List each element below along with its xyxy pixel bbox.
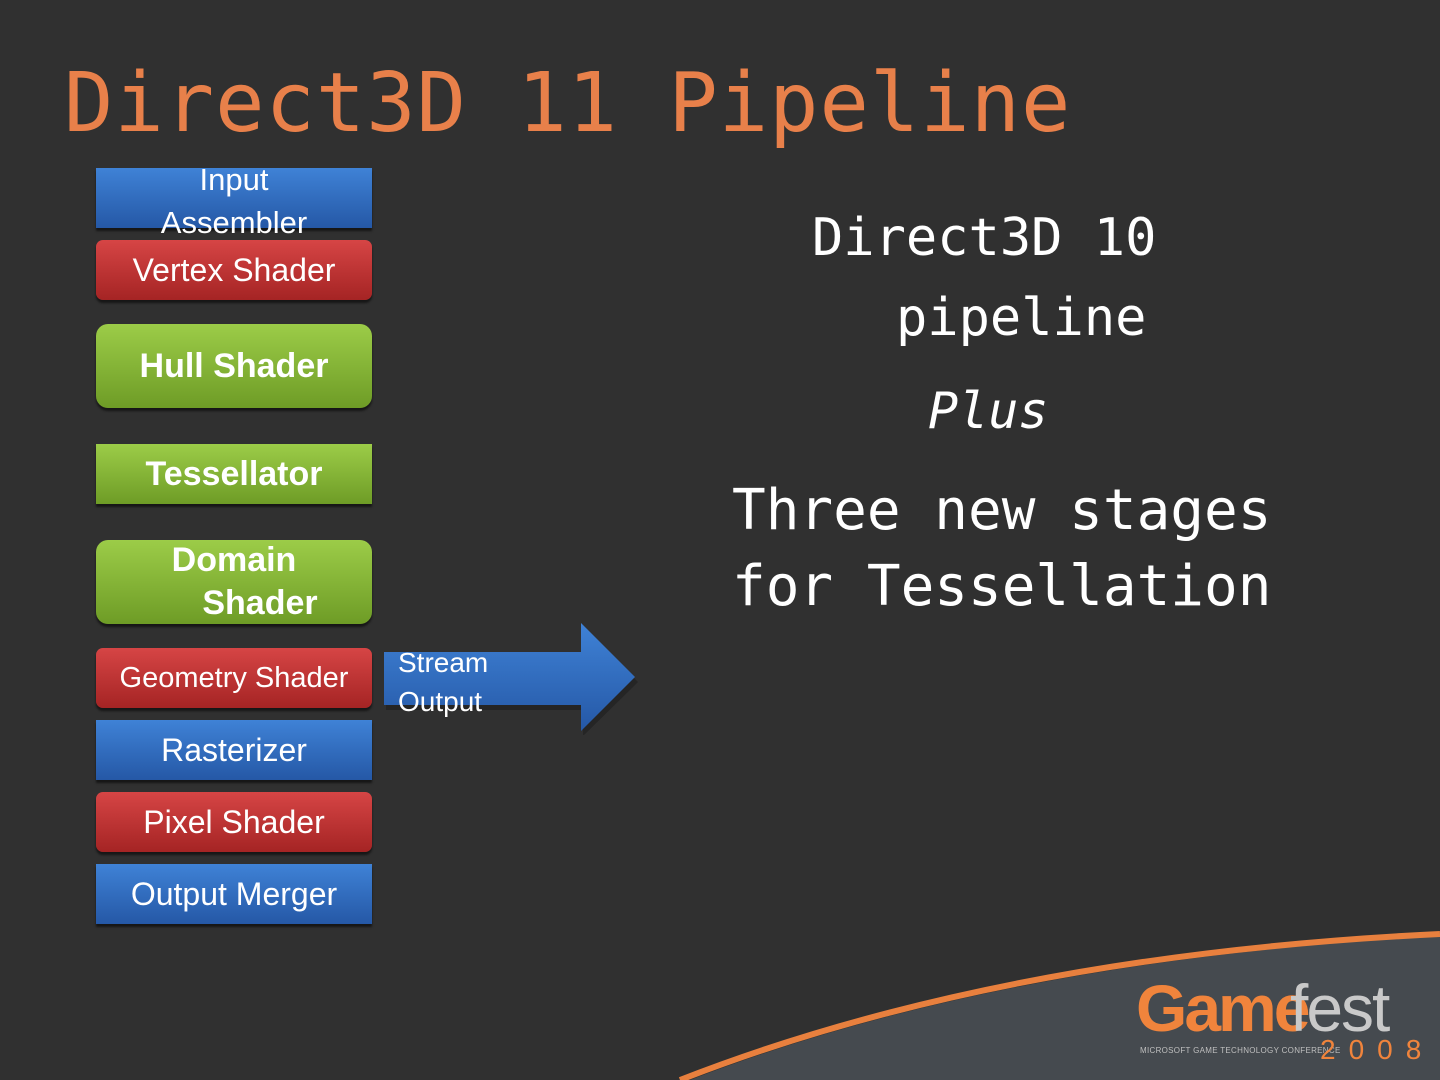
stage-vertex-shader: Vertex Shader (96, 240, 372, 300)
stage-geometry-shader: Geometry Shader (96, 648, 372, 708)
note-line-1: Direct3D 10 (812, 208, 1157, 268)
stage-label-line: Shader (202, 584, 318, 622)
stage-label: Tessellator (145, 454, 323, 493)
stage-label-line: Assembler (160, 205, 308, 240)
stream-output-label: Stream Output (398, 643, 488, 721)
stage-label: Geometry Shader (119, 661, 349, 694)
stage-hull-shader: Hull Shader (96, 324, 372, 408)
stage-domain-shader: Domain Shader (96, 540, 372, 624)
logo-brand-game: Game (1136, 971, 1310, 1045)
stage-label-line: Domain (171, 541, 297, 579)
logo-tagline: MICROSOFT GAME TECHNOLOGY CONFERENCE (1140, 1046, 1341, 1055)
note-line-3: Plus (928, 382, 1049, 440)
stage-label: Vertex Shader (132, 251, 336, 288)
stage-rasterizer: Rasterizer (96, 720, 372, 780)
stream-output-line: Output (398, 686, 483, 717)
stream-output-arrow (384, 623, 638, 735)
stage-label: Rasterizer (161, 731, 307, 768)
note-line-4: Three new stages (732, 478, 1272, 543)
stage-input-assembler: Input Assembler (96, 162, 372, 240)
stage-pixel-shader: Pixel Shader (96, 792, 372, 852)
stage-tessellator: Tessellator (96, 444, 372, 504)
note-line-5: for Tessellation (732, 554, 1272, 619)
slide-title: Direct3D 11 Pipeline (64, 56, 1072, 151)
logo-brand-fest: fest (1290, 971, 1390, 1045)
stage-label: Hull Shader (139, 346, 329, 385)
logo-year: 2008 (1320, 1034, 1435, 1065)
stage-output-merger: Output Merger (96, 864, 372, 924)
note-line-2: pipeline (896, 288, 1147, 348)
stage-label: Output Merger (130, 875, 338, 912)
stage-label: Pixel Shader (143, 803, 325, 840)
stage-label-line: Input (199, 162, 269, 197)
stream-output-line: Stream (398, 647, 489, 678)
